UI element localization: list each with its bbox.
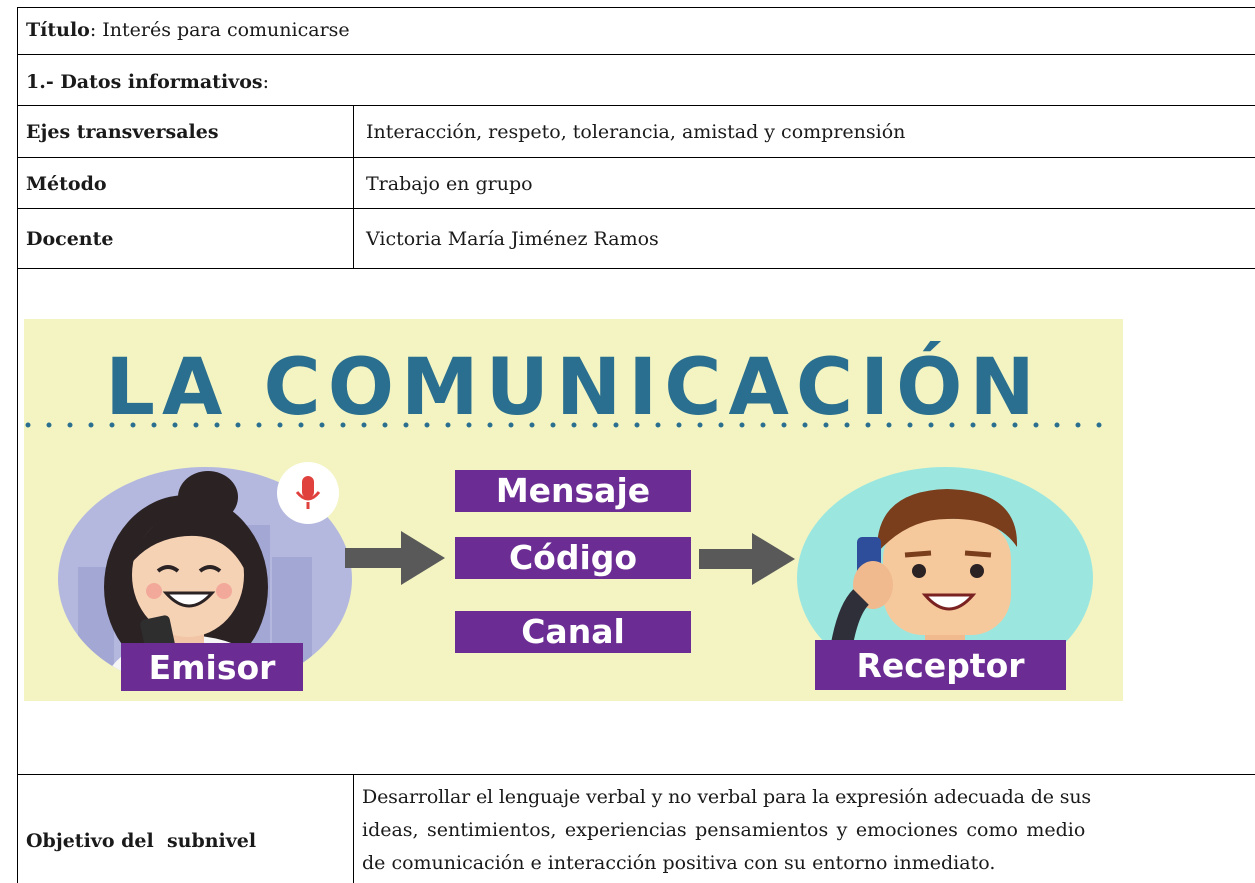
microphone-icon (295, 476, 321, 509)
tag-canal: Canal (455, 611, 691, 653)
row-label-ejes: Ejes transversales (26, 121, 219, 143)
communication-infographic: LA COMUNICACIÓN (24, 319, 1123, 701)
speech-bubble (277, 462, 339, 524)
title-value: : Interés para comunicarse (89, 19, 350, 41)
title-row: Título: Interés para comunicarse (26, 18, 350, 42)
emisor-label: Emisor (121, 643, 303, 691)
table-row-divider (17, 268, 1255, 269)
tag-codigo: Código (455, 537, 691, 579)
table-border-left (17, 7, 18, 883)
objective-line: ideas, sentimientos, experiencias pensam… (362, 819, 1086, 841)
table-border-top (17, 7, 1255, 8)
table-column-divider (353, 774, 354, 883)
section-heading: 1.- Datos informativos: (26, 70, 269, 94)
row-value-metodo: Trabajo en grupo (366, 173, 533, 195)
table-row-divider (17, 208, 1255, 209)
arrow-right-icon (345, 531, 445, 585)
dotted-divider (25, 422, 1123, 428)
table-column-divider (353, 105, 354, 268)
tag-mensaje: Mensaje (455, 470, 691, 512)
title-label: Título (26, 19, 90, 41)
arrow-right-icon (699, 533, 795, 585)
table-row-divider (17, 774, 1255, 775)
objective-line: de comunicación e interacción positiva c… (362, 852, 996, 874)
row-value-ejes: Interacción, respeto, tolerancia, amista… (366, 121, 906, 143)
receptor-label: Receptor (815, 640, 1066, 690)
table-row-divider (17, 105, 1255, 106)
row-label-docente: Docente (26, 228, 114, 250)
section-heading-colon: : (262, 71, 269, 93)
section-heading-label: 1.- Datos informativos (26, 71, 263, 93)
table-row-divider (17, 157, 1255, 158)
objective-label: Objetivo del subnivel (26, 830, 257, 852)
objective-line: Desarrollar el lenguaje verbal y no verb… (362, 786, 1092, 808)
row-value-docente: Victoria María Jiménez Ramos (366, 228, 659, 250)
row-label-metodo: Método (26, 173, 107, 195)
infographic-title: LA COMUNICACIÓN (105, 343, 1042, 433)
table-row-divider (17, 54, 1255, 55)
